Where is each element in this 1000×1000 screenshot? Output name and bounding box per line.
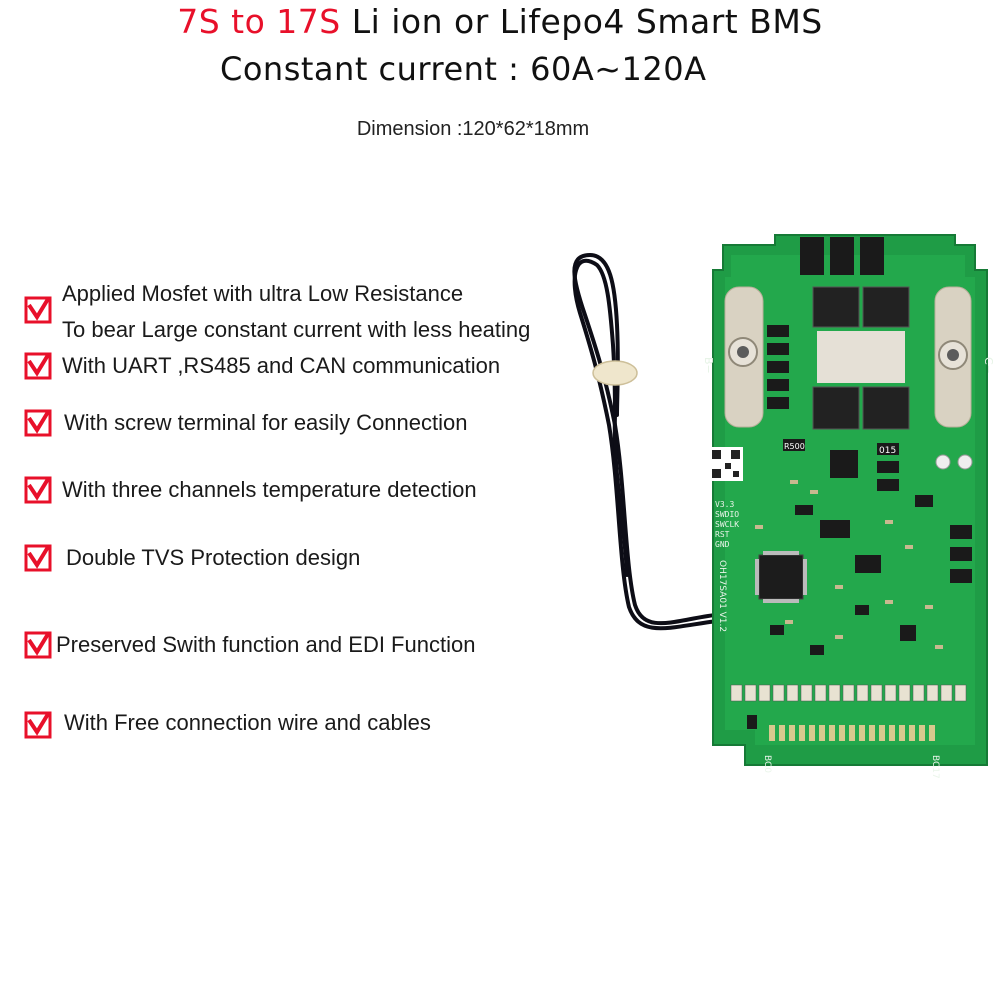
feature-item-communication: With UART ,RS485 and CAN communication [24,348,500,384]
pin-label: SWCLK [715,520,739,529]
feature-item-screw-terminal: With screw terminal for easily Connectio… [24,405,467,441]
title-highlight: 7S to 17S [177,2,341,41]
resistor-column [767,325,789,409]
red-checkbox-icon [24,711,52,739]
feature-text-line2: To bear Large constant current with less… [62,317,531,342]
red-checkbox-icon [24,544,52,572]
feature-item-tvs: Double TVS Protection design [24,540,360,576]
pin-label: SWDIO [715,510,739,519]
pin-label: GND [715,540,730,549]
feature-item-switch: Preserved Swith function and EDI Functio… [24,627,475,663]
ic-chips [770,450,972,655]
debug-pin-labels: V3.3 SWDIO SWCLK RST GND [715,500,739,549]
shunt-resistors: 015 R500 [783,439,899,491]
top-components [800,237,884,275]
page-subtitle: Constant current : 60A~120A [220,50,707,88]
balance-connector-pads [769,725,935,741]
small-components [755,480,943,649]
label-c-minus: C− [982,357,995,374]
feature-text: With screw terminal for easily Connectio… [64,410,468,435]
screw-terminal-b-minus [724,286,764,428]
red-checkbox-icon [24,352,52,380]
feature-text: With UART ,RS485 and CAN communication [62,353,501,378]
red-checkbox-icon [24,409,52,437]
page-title: 7S to 17S Li ion or Lifepo4 Smart BMS [0,2,1000,41]
cable-tape [592,360,638,386]
red-checkbox-icon [24,296,52,324]
balance-resistor-row [730,684,967,702]
red-checkbox-icon [24,631,52,659]
bms-board-image: B− C− 015 R500 [572,234,995,779]
feature-text: Double TVS Protection design [66,545,361,570]
feature-text: With three channels temperature detectio… [62,477,477,502]
bc0-label: BC0 [762,755,772,773]
bc17-label: BC17 [930,755,940,779]
label-b-minus: B− [702,357,715,374]
mosfet-array [812,286,910,430]
dimension-text: Dimension :120*62*18mm [356,118,590,140]
qr-code [709,447,743,481]
feature-text: Preserved Swith function and EDI Functio… [56,632,476,657]
pin-label: RST [715,530,730,539]
feature-text: With Free connection wire and cables [64,710,431,735]
mounting-holes [935,454,973,470]
feature-item-mosfet: Applied Mosfet with ultra Low Resistance… [24,276,530,348]
title-rest: Li ion or Lifepo4 Smart BMS [340,2,823,41]
copper-area [817,331,905,383]
red-checkbox-icon [24,476,52,504]
feature-item-cables: With Free connection wire and cables [24,705,431,741]
r015-label: 015 [879,446,896,456]
feature-text: Applied Mosfet with ultra Low Resistance [62,281,464,306]
model-label: OH17SA01 V1.2 [717,560,727,632]
feature-item-temperature: With three channels temperature detectio… [24,472,477,508]
pin-label: V3.3 [715,500,734,509]
temperature-sensor-cable [572,252,719,631]
microcontroller-chip [755,551,807,603]
small-switch [747,715,757,729]
screw-terminal-c-minus [934,286,972,428]
r500-label: R500 [784,442,805,451]
